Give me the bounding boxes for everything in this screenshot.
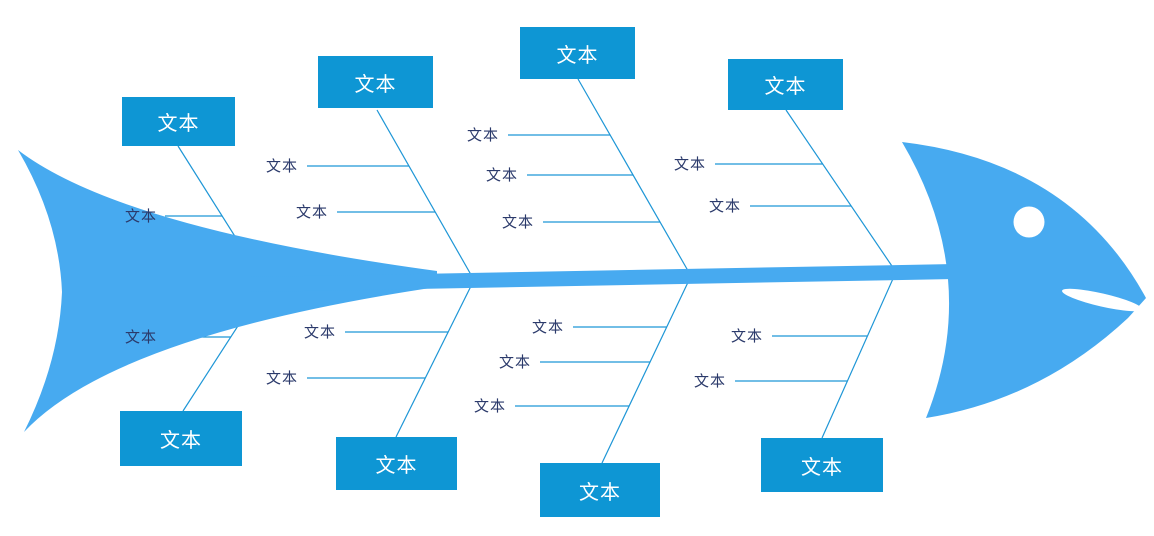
fish-head-shape — [902, 142, 1146, 418]
fish-mouth — [1062, 288, 1142, 312]
sub-label-top-1-1[interactable]: 文本 — [124, 207, 157, 225]
bone-bottom-2 — [395, 279, 475, 438]
sub-label-bottom-3-1[interactable]: 文本 — [531, 318, 564, 336]
category-box-top-4[interactable]: 文本 — [728, 59, 843, 110]
bone-top-2 — [376, 109, 475, 281]
bone-bottom-3 — [601, 275, 692, 464]
sub-label-top-3-3[interactable]: 文本 — [501, 213, 534, 231]
sub-label-top-3-2[interactable]: 文本 — [485, 166, 518, 184]
bone-top-3 — [577, 78, 692, 277]
sub-label-bottom-3-3[interactable]: 文本 — [473, 397, 506, 415]
sub-label-bottom-4-2[interactable]: 文本 — [693, 372, 726, 390]
category-box-top-2[interactable]: 文本 — [318, 56, 433, 108]
sub-label-top-4-2[interactable]: 文本 — [708, 197, 741, 215]
sub-label-top-2-2[interactable]: 文本 — [295, 203, 328, 221]
category-box-bottom-2[interactable]: 文本 — [336, 437, 457, 490]
sub-label-bottom-4-1[interactable]: 文本 — [730, 327, 763, 345]
sub-label-top-4-1[interactable]: 文本 — [673, 155, 706, 173]
sub-label-bottom-2-1[interactable]: 文本 — [303, 323, 336, 341]
category-box-bottom-1[interactable]: 文本 — [120, 411, 242, 466]
bone-bottom-4 — [821, 271, 897, 439]
fish-eye — [1013, 206, 1045, 238]
category-box-bottom-3[interactable]: 文本 — [540, 463, 660, 517]
category-box-top-3[interactable]: 文本 — [520, 27, 635, 79]
sub-label-bottom-3-2[interactable]: 文本 — [498, 353, 531, 371]
sub-label-top-3-1[interactable]: 文本 — [466, 126, 499, 144]
sub-label-bottom-2-2[interactable]: 文本 — [265, 369, 298, 387]
fish-spine — [250, 264, 955, 292]
category-box-bottom-4[interactable]: 文本 — [761, 438, 883, 492]
bone-top-4 — [785, 109, 897, 273]
category-box-top-1[interactable]: 文本 — [122, 97, 235, 146]
sub-label-top-2-1[interactable]: 文本 — [265, 157, 298, 175]
sub-label-bottom-1-1[interactable]: 文本 — [124, 328, 157, 346]
fish-tail-shape — [18, 150, 437, 432]
